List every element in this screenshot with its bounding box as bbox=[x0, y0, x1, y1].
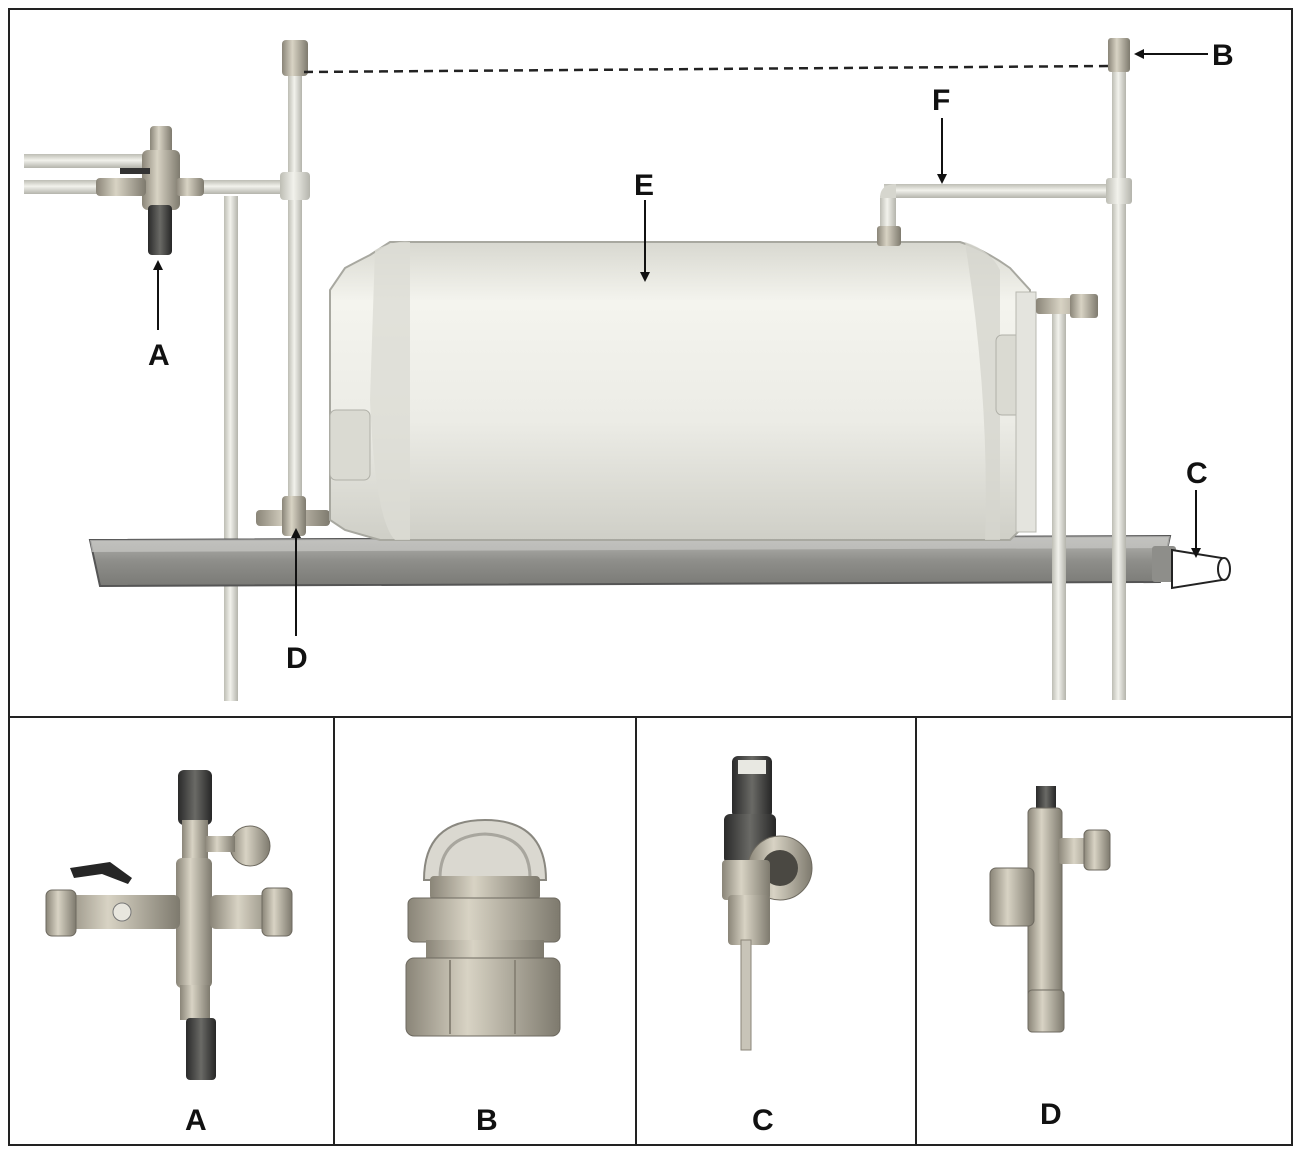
callout-b: B bbox=[1212, 39, 1234, 72]
callout-a: A bbox=[148, 339, 170, 372]
right-vent-riser bbox=[1112, 60, 1126, 700]
pipe-tee-left bbox=[280, 172, 310, 200]
relief-valve-main bbox=[1036, 294, 1098, 318]
callout-e: E bbox=[634, 169, 654, 202]
drain-cock-main bbox=[256, 496, 330, 536]
detail-panel-c: C bbox=[722, 756, 813, 1137]
detail-panel-a: A bbox=[45, 770, 293, 1137]
right-tee bbox=[1106, 178, 1132, 204]
cold-supply-riser bbox=[288, 60, 302, 510]
inlet-pipe-upper bbox=[24, 154, 144, 168]
hot-draw-off-horizontal bbox=[884, 184, 1120, 198]
panel-label-a: A bbox=[185, 1104, 207, 1137]
main-illustration: A B C D E F bbox=[24, 38, 1234, 701]
panel-label-b: B bbox=[476, 1104, 498, 1137]
detail-panel-b: B bbox=[405, 818, 561, 1137]
riser-top-cap bbox=[282, 40, 308, 76]
vent-top-fitting bbox=[1108, 38, 1130, 72]
relief-discharge-pipe bbox=[1052, 310, 1066, 700]
callout-d: D bbox=[286, 642, 308, 675]
panel-label-d: D bbox=[1040, 1098, 1062, 1131]
hot-outlet-stub bbox=[880, 196, 896, 232]
panel-label-c: C bbox=[752, 1104, 774, 1137]
cold-feed-horizontal bbox=[180, 180, 292, 194]
discharge-tundish bbox=[1171, 548, 1231, 590]
hot-outlet-boss bbox=[877, 226, 901, 246]
callout-c: C bbox=[1186, 457, 1208, 490]
hot-elbow bbox=[880, 184, 896, 198]
left-drop-pipe bbox=[224, 196, 238, 701]
detail-panel-d: D bbox=[989, 786, 1111, 1131]
storage-cylinder bbox=[329, 241, 1037, 541]
inlet-control-group-main bbox=[96, 126, 204, 255]
drip-tray bbox=[88, 534, 1176, 588]
callout-f: F bbox=[932, 84, 950, 117]
